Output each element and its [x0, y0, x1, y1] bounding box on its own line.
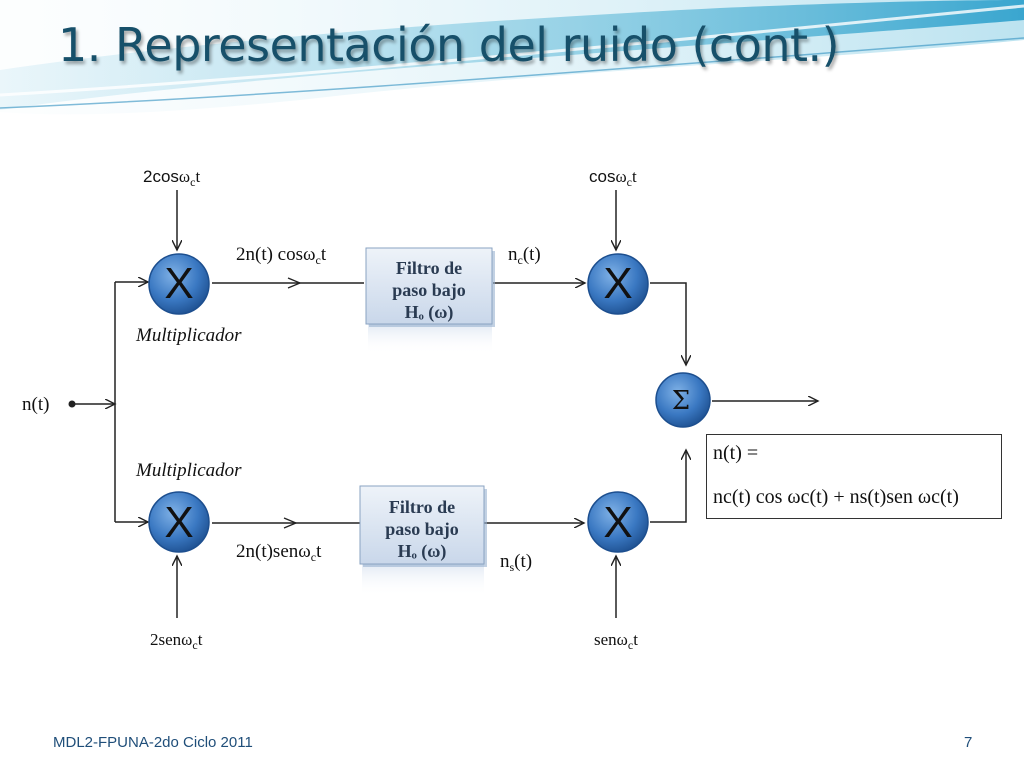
top-carrier-out-label: cosωct	[589, 167, 637, 189]
svg-text:X: X	[164, 498, 193, 547]
formula-line-1: n(t) =	[713, 442, 759, 464]
bottom-filter-output-label: ns(t)	[500, 551, 533, 574]
bottom-path-wires	[177, 450, 686, 618]
top-filter-line-2: paso bajo	[392, 280, 466, 300]
bottom-filter-line-2: paso bajo	[385, 519, 459, 539]
bottom-carrier-out-label: senωct	[594, 630, 638, 652]
top-carrier-in-label: 2cosωct	[143, 167, 201, 189]
input-connection	[68, 282, 149, 522]
multiplier-node-bottom-right: X	[587, 491, 649, 553]
top-filter-output-label: nc(t)	[508, 244, 541, 267]
svg-text:X: X	[164, 259, 193, 308]
top-mixer-output-label: 2n(t) cosωct	[236, 244, 327, 267]
header-wave-decoration	[0, 0, 1024, 115]
multiplier-node-top-right: X	[587, 253, 649, 315]
bottom-filter-block: Filtro de paso bajo Hₒ (ω)	[359, 485, 487, 596]
svg-text:X: X	[603, 498, 632, 547]
bottom-filter-line-3: Hₒ (ω)	[398, 541, 447, 562]
top-filter-block: Filtro de paso bajo Hₒ (ω)	[365, 247, 495, 354]
multiplier-label-bottom: Multiplicador	[136, 460, 242, 481]
output-formula-box: n(t) = nc(t) cos ωc(t) + ns(t)sen ωc(t)	[706, 434, 1002, 519]
svg-text:Σ: Σ	[672, 386, 690, 416]
summation-node: Σ	[655, 372, 711, 428]
top-filter-line-3: Hₒ (ω)	[405, 302, 454, 323]
slide-title: 1. Representación del ruido (cont.)	[58, 18, 840, 72]
bottom-mixer-output-label: 2n(t)senωct	[236, 541, 322, 564]
top-filter-line-1: Filtro de	[396, 258, 462, 278]
input-label: n(t)	[22, 394, 50, 415]
footer-text: MDL2-FPUNA-2do Ciclo 2011	[53, 734, 253, 751]
bottom-carrier-in-label: 2senωct	[150, 630, 203, 652]
multiplier-node-top-left: X	[148, 253, 210, 315]
page-number: 7	[964, 734, 973, 751]
multiplier-node-bottom-left: X	[148, 491, 210, 553]
multiplier-label-top: Multiplicador	[136, 325, 242, 346]
top-path-wires	[177, 190, 686, 365]
bottom-filter-line-1: Filtro de	[389, 497, 455, 517]
formula-line-2: nc(t) cos ωc(t) + ns(t)sen ωc(t)	[713, 486, 959, 508]
svg-text:X: X	[603, 259, 632, 308]
